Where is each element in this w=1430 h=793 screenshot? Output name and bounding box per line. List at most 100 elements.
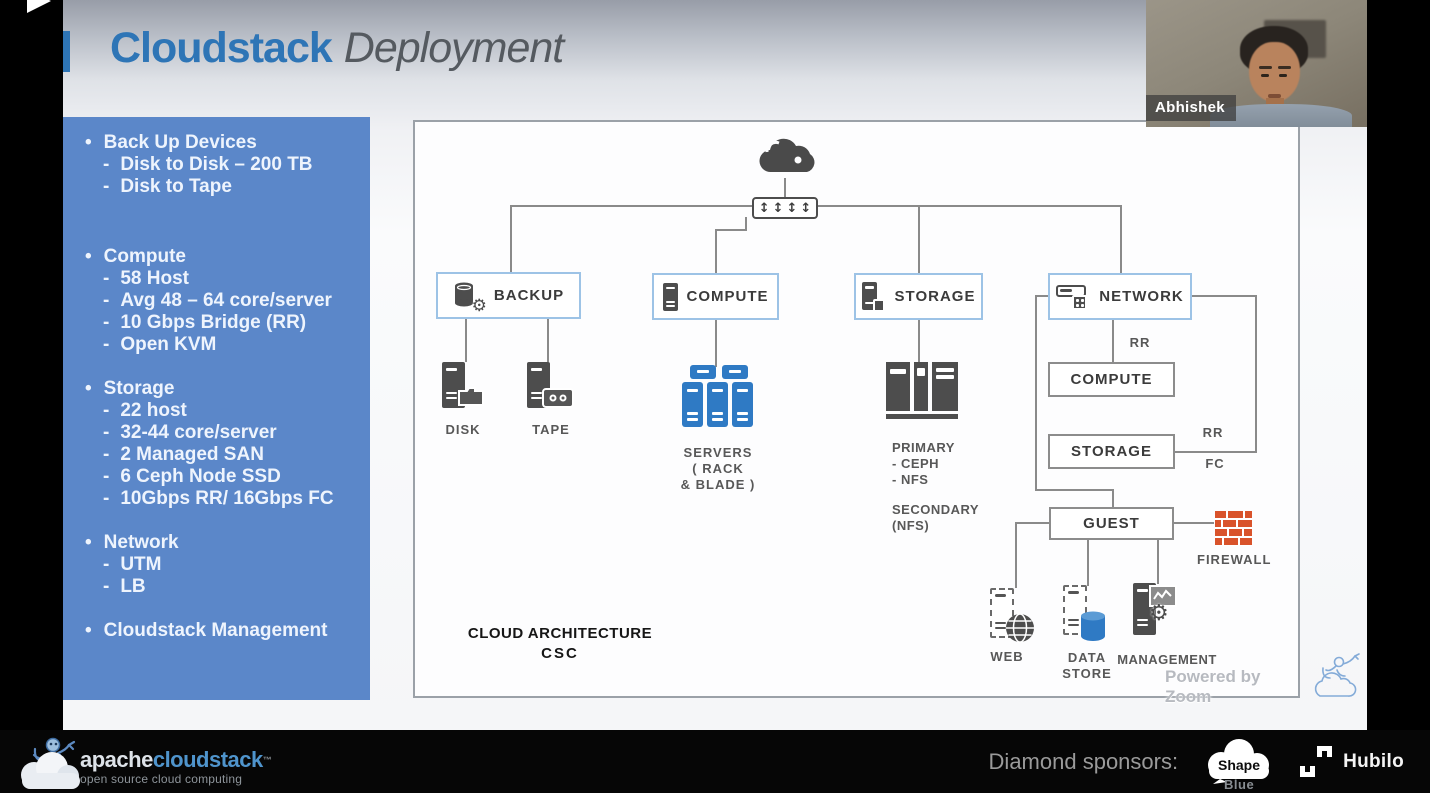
section-label: Cloudstack Management xyxy=(103,620,328,641)
network-node: NETWORK xyxy=(1048,273,1192,320)
bullet-item: -2 Managed SAN xyxy=(63,444,370,466)
management-server-icon: ⚙ xyxy=(1133,583,1185,641)
cloud-icon xyxy=(759,138,815,173)
management-label: MANAGEMENT xyxy=(1117,652,1217,667)
connector-line xyxy=(715,229,717,274)
connector-line xyxy=(1035,295,1050,297)
presenter-eye xyxy=(1261,74,1269,77)
connector-line xyxy=(918,319,920,362)
item-text: UTM xyxy=(120,554,162,575)
dash-marker: - xyxy=(103,290,110,311)
bullet-panel: •Back Up Devices -Disk to Disk – 200 TB … xyxy=(63,117,370,700)
rr-label-top: RR xyxy=(1129,335,1151,350)
bullet-marker: • xyxy=(85,378,92,399)
node-label: COMPUTE xyxy=(1070,371,1153,388)
connector-line xyxy=(784,178,786,198)
brand-part-cloudstack: cloudstack xyxy=(152,747,263,772)
item-text: Disk to Tape xyxy=(120,176,232,197)
item-text: 10Gbps RR/ 16Gbps FC xyxy=(120,488,334,509)
bullet-section-header: • Cloudstack Management xyxy=(63,620,370,642)
connector-line xyxy=(1035,295,1037,491)
secondary-label-line: SECONDARY xyxy=(892,502,980,517)
bullet-item: -LB xyxy=(63,576,370,598)
net-storage-node: STORAGE xyxy=(1048,434,1175,469)
bullet-section-header: •Back Up Devices xyxy=(63,132,370,154)
bullet-item: -UTM xyxy=(63,554,370,576)
data-store-label: DATA STORE xyxy=(1055,650,1119,682)
play-icon[interactable] xyxy=(27,0,51,13)
cloudmonkey-doodle-icon xyxy=(1314,653,1360,697)
bullet-item: -Disk to Tape xyxy=(63,176,370,198)
servers-label-line: & BLADE ) xyxy=(680,477,756,492)
servers-label-line: SERVERS xyxy=(683,445,753,460)
dash-marker: - xyxy=(103,154,110,175)
dash-marker: - xyxy=(103,268,110,289)
bullet-marker: • xyxy=(85,620,92,641)
section-label: Compute xyxy=(103,246,186,267)
presenter-eye xyxy=(1279,74,1287,77)
slide-title-secondary: Deployment xyxy=(343,24,564,72)
hubilo-wordmark: Hubilo xyxy=(1343,750,1404,772)
tape-server-icon xyxy=(527,362,579,420)
web-server-icon xyxy=(990,588,1038,644)
servers-label-line: ( RACK xyxy=(692,461,744,476)
firewall-icon xyxy=(1215,511,1252,546)
section-label: Network xyxy=(103,532,179,553)
zoom-watermark: Powered by Zoom xyxy=(1165,667,1261,706)
arrow-glyph: ↕ xyxy=(786,200,798,216)
compute-node: COMPUTE xyxy=(652,273,779,320)
dash-marker: - xyxy=(103,444,110,465)
connector-line xyxy=(1015,522,1049,524)
bullet-item: -Disk to Disk – 200 TB xyxy=(63,154,370,176)
dash-marker: - xyxy=(103,400,110,421)
connector-line xyxy=(918,205,920,274)
presenter-face xyxy=(1249,42,1300,102)
item-text: Avg 48 – 64 core/server xyxy=(120,290,332,311)
connector-line xyxy=(1120,205,1122,274)
storage-node: STORAGE xyxy=(854,273,983,320)
trademark-symbol: ™ xyxy=(262,755,272,765)
backup-node: ⚙ BACKUP xyxy=(436,272,581,319)
server-icon xyxy=(662,282,678,311)
fc-label: FC xyxy=(1205,456,1225,471)
connector-line xyxy=(465,319,467,362)
connector-line xyxy=(745,217,747,231)
firewall-label: FIREWALL xyxy=(1197,552,1272,567)
connector-line xyxy=(547,319,549,362)
node-label: STORAGE xyxy=(894,288,976,305)
bullet-item: -32-44 core/server xyxy=(63,422,370,444)
shapeblue-blue-text: Blue xyxy=(1224,776,1255,792)
shapeblue-logo: Shape Blue xyxy=(1204,738,1274,792)
item-text: 32-44 core/server xyxy=(120,422,277,443)
dash-marker: - xyxy=(103,554,110,575)
rack-servers-icon xyxy=(682,365,754,427)
bullet-section-header: •Compute xyxy=(63,246,370,268)
servers-label: SERVERS ( RACK & BLADE ) xyxy=(670,445,766,493)
connector-line xyxy=(1015,522,1017,588)
presenter-brow xyxy=(1278,66,1291,69)
webcam-tile[interactable]: Abhishek xyxy=(1146,0,1367,127)
node-label: BACKUP xyxy=(493,287,565,304)
dash-marker: - xyxy=(103,312,110,333)
bullet-marker: • xyxy=(85,132,92,153)
connector-line xyxy=(1192,295,1257,297)
connector-line xyxy=(1035,489,1114,491)
dash-marker: - xyxy=(103,466,110,487)
primary-label-line: - NFS xyxy=(892,472,929,487)
dash-marker: - xyxy=(103,576,110,597)
data-store-label-line: DATA xyxy=(1067,650,1107,665)
connector-line xyxy=(1087,540,1089,586)
item-text: 58 Host xyxy=(120,268,189,289)
item-text: 22 host xyxy=(120,400,187,421)
diagram-caption-line1: CLOUD ARCHITECTURE xyxy=(467,625,653,642)
switch-icon: ↕ ↕ ↕ ↕ xyxy=(752,197,818,219)
router-icon xyxy=(1056,283,1090,311)
brand-wordmark: apachecloudstack™ xyxy=(80,747,272,772)
primary-label-line: PRIMARY xyxy=(892,440,955,455)
connector-line xyxy=(1157,540,1159,584)
bullet-item: -58 Host xyxy=(63,268,370,290)
presenter-brow xyxy=(1259,66,1272,69)
primary-label-line: - CEPH xyxy=(892,456,940,471)
apache-cloudstack-logo: apachecloudstack™ open source cloud comp… xyxy=(14,731,272,793)
